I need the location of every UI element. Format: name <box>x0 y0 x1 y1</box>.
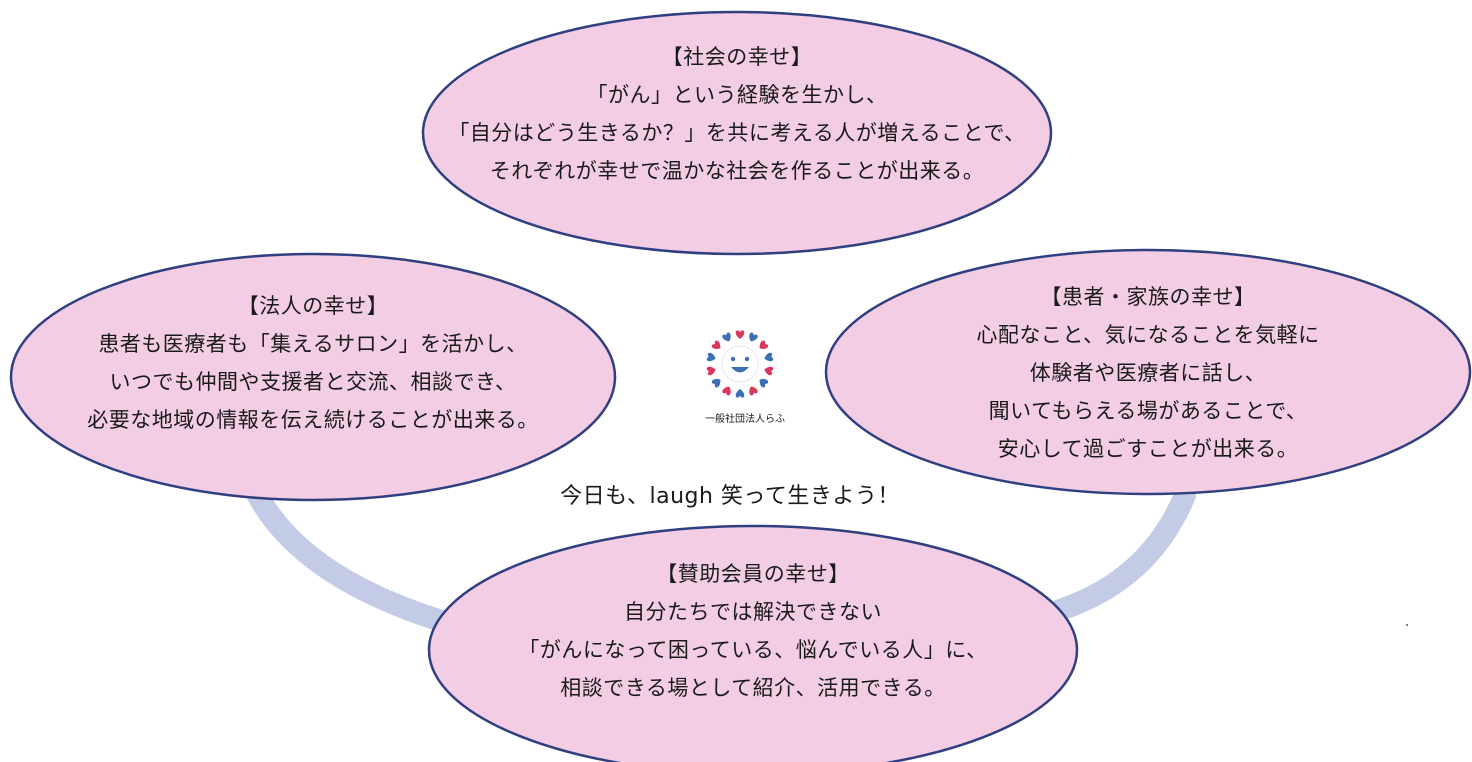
society-text: 【社会の幸せ】 「がん」という経験を生かし、 「自分はどう生きるか？」を共に考え… <box>440 38 1034 190</box>
corporation-text: 【法人の幸せ】 患者も医療者も「集えるサロン」を活かし、 いつでも仲間や支援者と… <box>30 287 596 439</box>
corporation-title: 【法人の幸せ】 <box>237 294 389 318</box>
heart-icon <box>711 379 721 388</box>
heart-icon <box>706 366 716 376</box>
supporters-bubble <box>427 524 1079 762</box>
supporters-line-1: 自分たちでは解決できない <box>624 600 882 624</box>
corporation-line-3: 必要な地域の情報を伝え続けることが出来る。 <box>87 408 539 432</box>
society-line-1: 「がん」という経験を生かし、 <box>586 83 888 107</box>
heart-icon <box>764 366 774 376</box>
heart-icon <box>722 332 731 342</box>
supporters-title: 【賛助会員の幸せ】 <box>656 562 850 586</box>
patients-line-3: 聞いてもらえる場があることで、 <box>988 399 1308 423</box>
heart-icon <box>759 379 769 388</box>
corporation-line-1: 患者も医療者も「集えるサロン」を活かし、 <box>98 332 528 356</box>
heart-icon <box>764 352 774 362</box>
stray-mark <box>1406 624 1408 626</box>
logo-caption: 一般社団法人らふ <box>705 414 785 425</box>
society-title: 【社会の幸せ】 <box>661 45 813 69</box>
heart-icon <box>735 330 745 339</box>
heart-icon <box>711 340 721 349</box>
corporation-line-2: いつでも仲間や支援者と交流、相談でき、 <box>109 370 517 394</box>
heart-icon <box>706 352 716 362</box>
patients-text: 【患者・家族の幸せ】 心配なこと、気になることを気軽に 体験者や医療者に話し、 … <box>846 278 1450 468</box>
society-line-2: 「自分はどう生きるか？」を共に考える人が増えることで、 <box>448 121 1026 145</box>
logo <box>706 330 774 398</box>
connector-arc-left <box>244 479 466 636</box>
slogan: 今日も、laugh 笑って生きよう！ <box>560 484 900 509</box>
corporation-bubble <box>9 252 617 502</box>
patients-line-1: 心配なこと、気になることを気軽に <box>976 323 1320 347</box>
supporters-line-3: 相談できる場として紹介、活用できる。 <box>560 676 946 700</box>
smiling-face-icon <box>721 345 759 383</box>
patients-title: 【患者・家族の幸せ】 <box>1040 285 1256 309</box>
heart-wreath-icon <box>706 330 774 398</box>
heart-icon <box>735 389 745 398</box>
patients-line-2: 体験者や医療者に話し、 <box>1029 361 1267 385</box>
connector-arc-right <box>1049 484 1196 621</box>
supporters-text: 【賛助会員の幸せ】 自分たちでは解決できない 「がんになって困っている、悩んでい… <box>450 555 1056 707</box>
society-line-3: それぞれが幸せで温かな社会を作ることが出来る。 <box>489 159 985 183</box>
heart-icon <box>749 332 758 342</box>
patients-line-4: 安心して過ごすことが出来る。 <box>997 437 1299 461</box>
heart-icon <box>722 386 731 396</box>
patients-bubble <box>824 248 1472 496</box>
heart-icon <box>749 386 758 396</box>
society-bubble <box>421 10 1053 256</box>
heart-icon <box>759 340 769 349</box>
supporters-line-2: 「がんになって困っている、悩んでいる人」に、 <box>518 638 988 662</box>
